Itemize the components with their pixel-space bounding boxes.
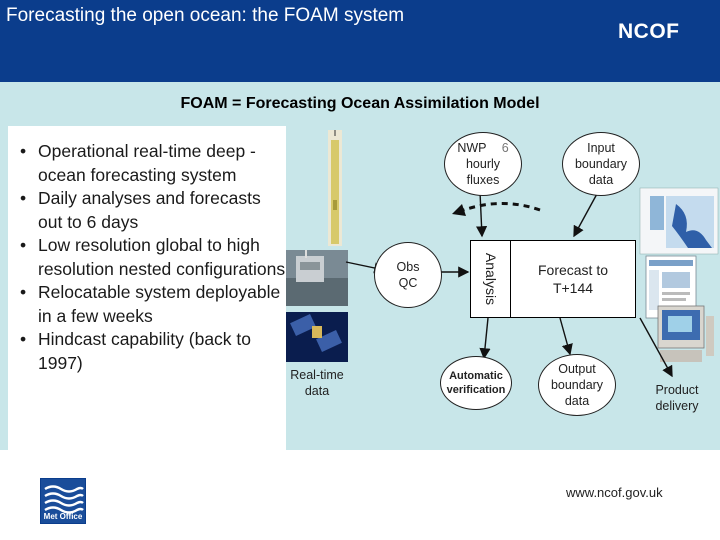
input-boundary-data-node: Input boundary data: [562, 132, 640, 196]
subtitle: FOAM = Forecasting Ocean Assimilation Mo…: [180, 95, 540, 112]
forecast-box: Forecast to T+144: [510, 240, 636, 318]
bullet-item: •Daily analyses and forecasts out to 6 d…: [20, 188, 261, 232]
input-line3: data: [588, 173, 614, 187]
analysis-label: Analysis: [483, 252, 499, 306]
input-line1: Input: [587, 141, 615, 155]
nwp-label: NWP 6 hourly fluxes: [457, 140, 508, 188]
nwp-extra: 6: [501, 141, 509, 155]
automatic-verification-node: Automatic verification: [440, 356, 512, 410]
bullet-list: •Operational real-time deep -ocean forec…: [18, 140, 286, 375]
input-line2: boundary: [574, 157, 628, 171]
obs-line1: Obs: [396, 260, 420, 274]
verification-label: Automatic verification: [447, 369, 506, 397]
nwp-line3: fluxes: [466, 173, 500, 187]
bullet-item: •Low resolution global to high resolutio…: [20, 235, 286, 279]
bullet-item: •Operational real-time deep -ocean forec…: [20, 141, 256, 185]
verification-line1: Automatic: [449, 370, 503, 382]
research-ship-image: [286, 250, 348, 306]
bullet-text: Relocatable system deployable in a few w…: [38, 282, 281, 326]
output-line2: boundary: [550, 378, 604, 392]
forecast-line2: T+144: [552, 280, 594, 296]
nwp-line2: hourly: [465, 157, 501, 171]
met-office-logo: Met Office: [40, 478, 86, 524]
output-line3: data: [564, 394, 590, 408]
argo-float-image: [328, 130, 342, 246]
satellite-image: [286, 312, 348, 362]
bullet-text: Operational real-time deep -ocean foreca…: [38, 141, 256, 185]
output-label: Output boundary data: [551, 361, 603, 409]
verification-line2: verification: [446, 384, 506, 396]
bullet-text: Daily analyses and forecasts out to 6 da…: [38, 188, 261, 232]
nwp-fluxes-node: NWP 6 hourly fluxes: [444, 132, 522, 196]
output-boundary-data-node: Output boundary data: [538, 354, 616, 416]
ncof-logo: NCOF: [618, 20, 680, 43]
bullet-text: Hindcast capability (back to 1997): [38, 329, 252, 373]
obs-qc-node: Obs QC: [374, 242, 442, 308]
footer-url[interactable]: www.ncof.gov.uk: [566, 485, 663, 500]
realtime-data-label: Real-time data: [284, 367, 350, 399]
output-line1: Output: [558, 362, 596, 376]
met-office-waves-icon: [44, 485, 84, 514]
forecast-label: Forecast to T+144: [538, 261, 608, 297]
product-line1: Product: [655, 383, 699, 397]
realtime-line1: Real-time: [290, 368, 344, 382]
obs-qc-label: Obs QC: [397, 259, 420, 291]
bullet-item: •Relocatable system deployable in a few …: [20, 282, 281, 326]
nwp-line1: NWP: [457, 141, 487, 155]
bullet-panel: •Operational real-time deep -ocean forec…: [8, 126, 286, 450]
met-office-logo-text: Met Office: [43, 512, 83, 521]
obs-line2: QC: [398, 276, 418, 290]
product-delivery-label: Product delivery: [646, 382, 708, 414]
bullet-item: •Hindcast capability (back to 1997): [20, 329, 252, 373]
computer-monitor-image: [657, 305, 714, 362]
realtime-line2: data: [304, 384, 330, 398]
bullet-text: Low resolution global to high resolution…: [38, 235, 286, 279]
header-bar: Forecasting the open ocean: the FOAM sys…: [0, 0, 720, 82]
ocean-map-image: [639, 187, 719, 255]
input-label: Input boundary data: [575, 140, 627, 188]
forecast-line1: Forecast to: [537, 262, 609, 278]
analysis-box: Analysis: [470, 240, 512, 318]
product-line2: delivery: [655, 399, 699, 413]
page-title: Forecasting the open ocean: the FOAM sys…: [6, 5, 405, 26]
